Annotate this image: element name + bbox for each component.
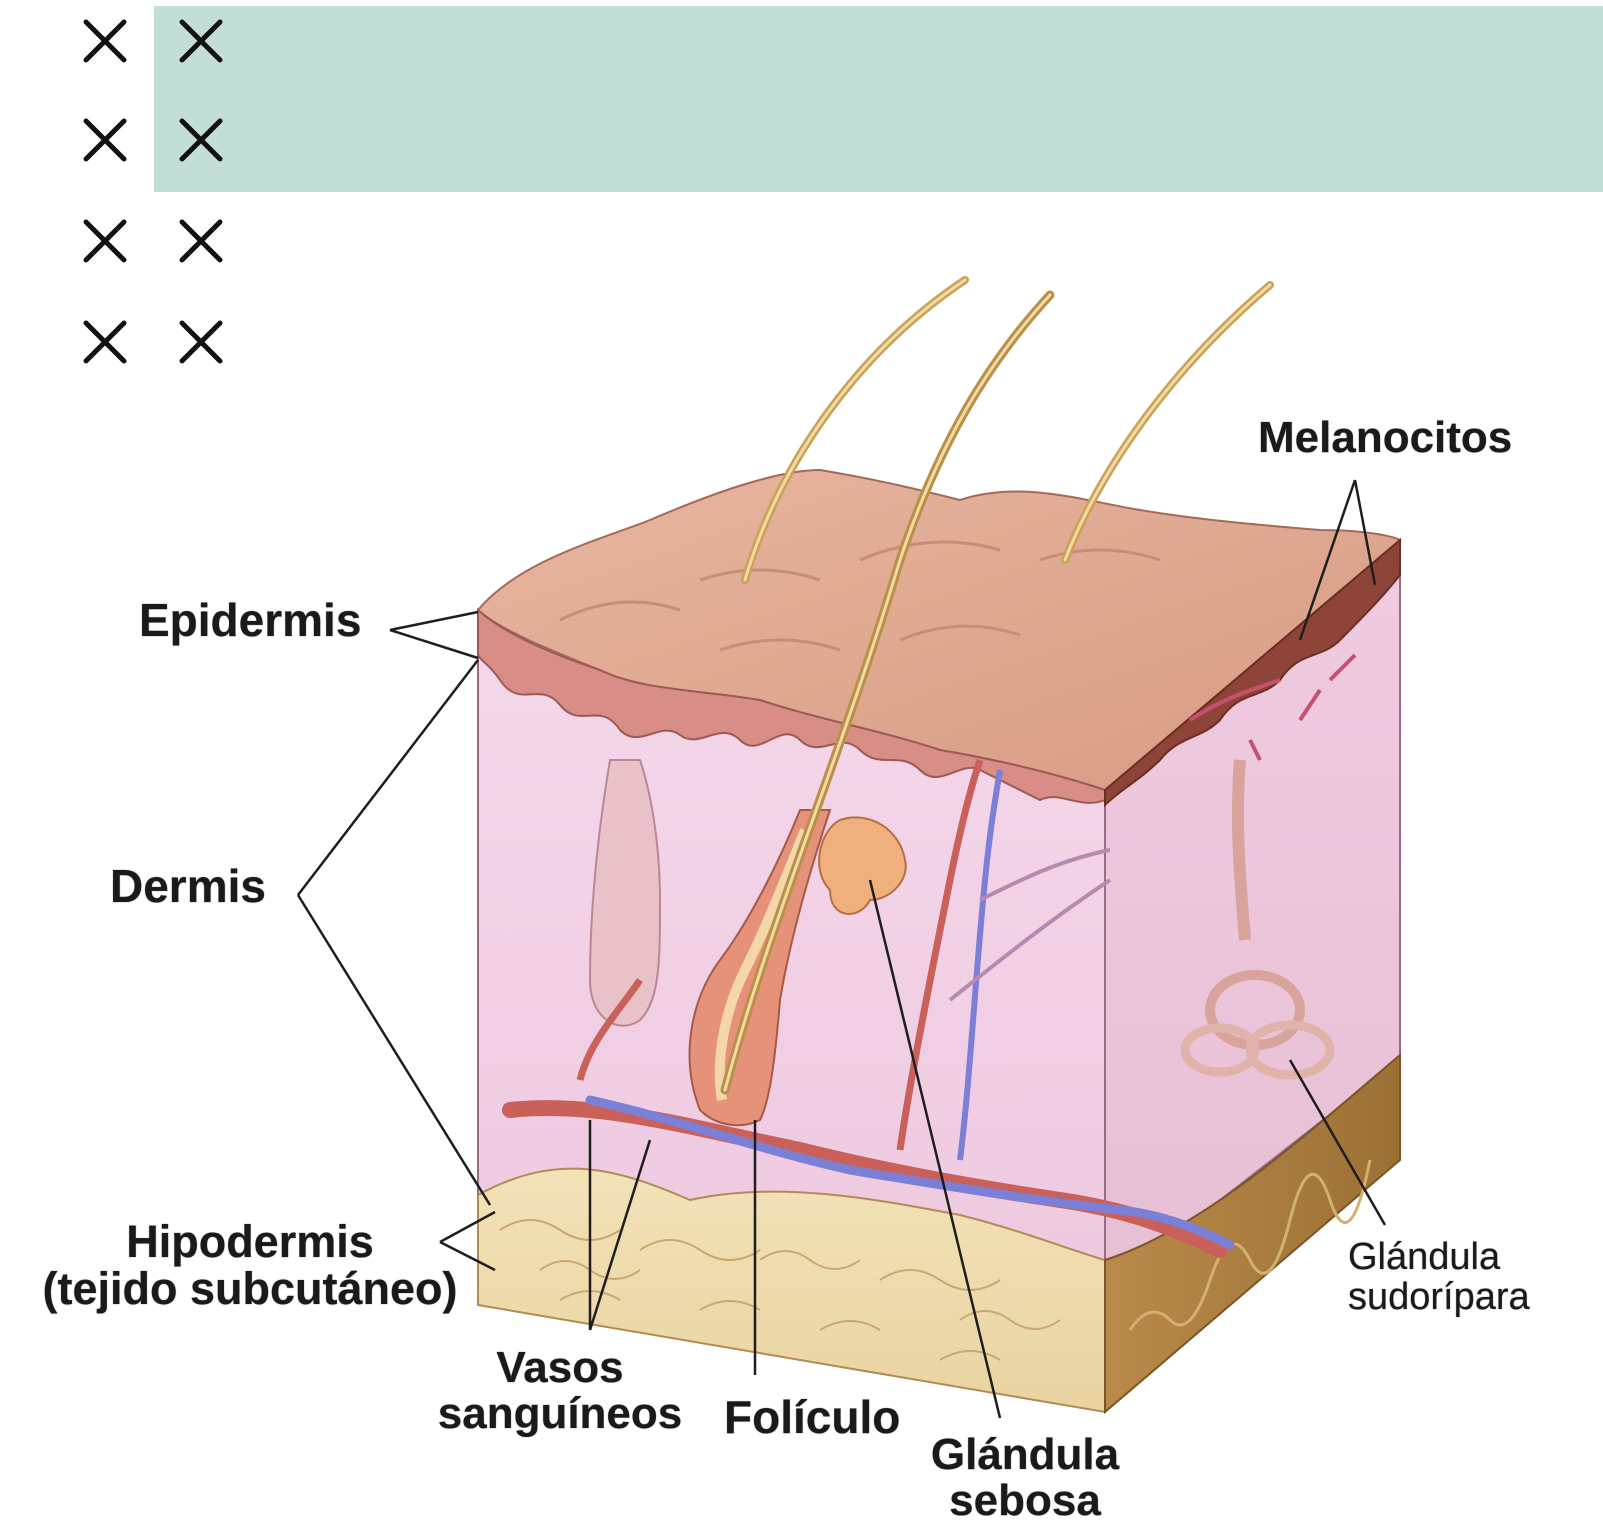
label-vasos-line1: Vasos bbox=[425, 1345, 695, 1391]
label-glandula-sudoripara-line1: Glándula bbox=[1348, 1238, 1530, 1278]
label-epidermis: Epidermis bbox=[139, 596, 361, 644]
label-glandula-sebosa: Glándula sebosa bbox=[905, 1432, 1145, 1524]
label-hipodermis-line1: Hipodermis bbox=[30, 1218, 470, 1265]
label-melanocitos: Melanocitos bbox=[1258, 415, 1512, 461]
label-glandula-sudoripara-line2: sudorípara bbox=[1348, 1278, 1530, 1318]
label-hipodermis: Hipodermis (tejido subcutáneo) bbox=[30, 1218, 470, 1313]
label-glandula-sudoripara: Glándula sudorípara bbox=[1348, 1238, 1530, 1318]
label-glandula-sebosa-line1: Glándula bbox=[905, 1432, 1145, 1478]
label-vasos-line2: sanguíneos bbox=[425, 1391, 695, 1437]
label-dermis: Dermis bbox=[110, 862, 266, 910]
label-glandula-sebosa-line2: sebosa bbox=[905, 1478, 1145, 1524]
label-vasos-sanguineos: Vasos sanguíneos bbox=[425, 1345, 695, 1437]
label-hipodermis-line2: (tejido subcutáneo) bbox=[30, 1265, 470, 1312]
label-foliculo: Folículo bbox=[724, 1393, 900, 1441]
